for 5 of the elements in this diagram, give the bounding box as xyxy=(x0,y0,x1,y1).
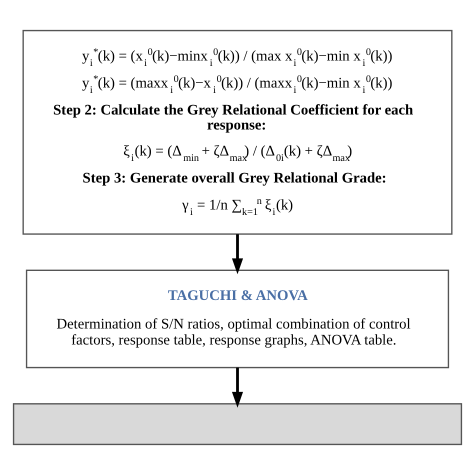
node-box: TAGUCHI & ANOVA Determination of S/N ratios, optimal combination of control factors, response table, response graphs, ANOVA table. xyxy=(25,269,449,368)
node-box: y$_{i}$$^{*}$(k) = (x$_{i}$$^{0}$(k)−minx$_{i}$$^{0}$(k)) / (max x$_{i}$$^{0}$(k)−min x$_{i}$$^{0}$(k)) y$_{i}$$^{*}$(k) = (maxx$_{i}$$^{0}$(k)−x$_{i}$$^{0}$(k)) / (maxx$_{i}$$^{0}$(k)−min x$_{i}$$^{0}$(k)) Step 2: Calculate the Grey Relational Coefficient for each response: ξ$_{i}$(k) = (Δ$_{min}$ + ζΔ$_{max}$) / (Δ$_{0i}$(k) + ζΔ$_{max}$) Step 3: Generate overall Grey Relational Grade: γ$_{i}$ = 1/n ∑$_{k=1}$$^{n}$ ξ$_{i}$(k) xyxy=(22,29,452,234)
node-box xyxy=(12,402,462,445)
arrow xyxy=(231,367,243,408)
arrow xyxy=(231,234,243,274)
